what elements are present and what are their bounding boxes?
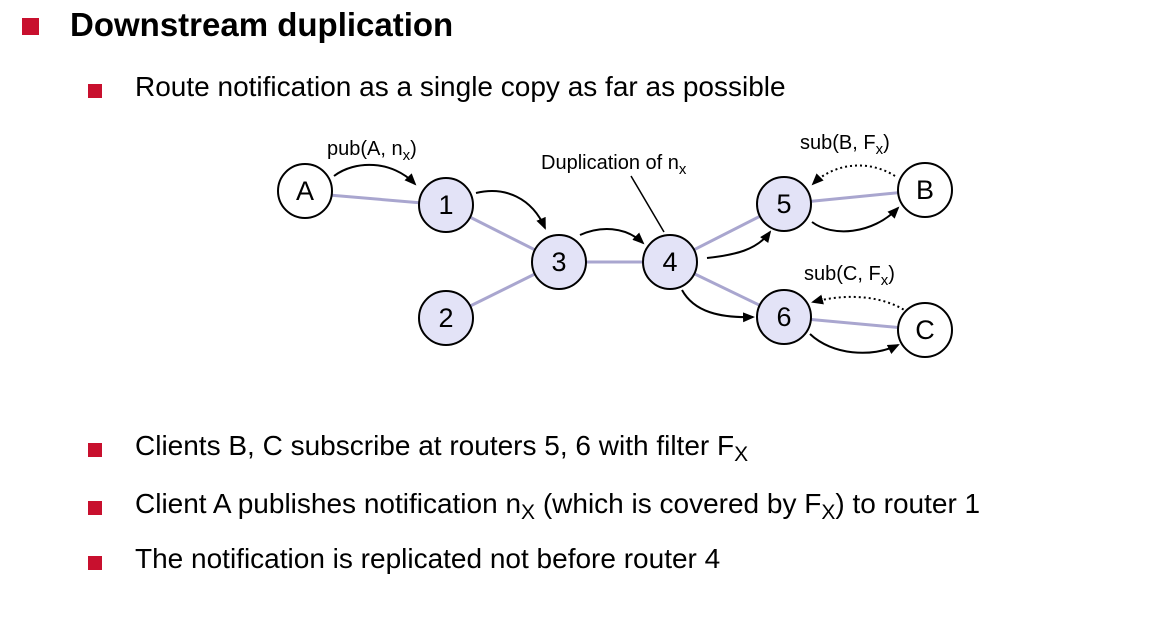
bullet-replicated: The notification is replicated not befor…: [135, 543, 721, 574]
bullet-marker: [88, 556, 102, 570]
arrow-a-to-1: [333, 163, 417, 186]
arrow-6-to-c: [809, 333, 900, 354]
duplication-pointer: [630, 175, 665, 233]
node-label-4: 4: [662, 247, 677, 277]
arrow-sub-c: [811, 294, 913, 316]
bullet-marker: [88, 501, 102, 515]
arrow-sub-b: [811, 164, 896, 186]
node-label-3: 3: [551, 247, 566, 277]
arrow-4-to-6: [681, 289, 755, 323]
slide-heading: Downstream duplication: [70, 6, 454, 43]
bullet-client-publishes: Client A publishes notification nX (whic…: [135, 488, 981, 524]
arrow-3-to-4: [579, 228, 645, 245]
bullet-clients-subscribe: Clients B, C subscribe at routers 5, 6 w…: [135, 430, 749, 466]
arrow-4-to-5: [706, 230, 772, 259]
nodes: [277, 162, 953, 358]
router-node-6: [756, 289, 812, 345]
router-node-2: [418, 290, 474, 346]
node-label-6: 6: [776, 302, 791, 332]
heading-bullet: [22, 18, 39, 35]
client-node-b: [897, 162, 953, 218]
client-node-a: [277, 163, 333, 219]
pub-label: pub(A, nx): [327, 138, 417, 164]
router-node-1: [418, 177, 474, 233]
router-node-5: [756, 176, 812, 232]
node-label-2: 2: [438, 303, 453, 333]
sub-c-label: sub(C, Fx): [804, 263, 895, 289]
links: [304, 188, 926, 332]
flow-arrows: [333, 163, 913, 354]
node-label-1: 1: [438, 190, 453, 220]
node-label-5: 5: [776, 189, 791, 219]
sub-b-label: sub(B, Fx): [800, 132, 890, 158]
router-node-3: [531, 234, 587, 290]
duplication-label: Duplication of nx: [541, 152, 687, 178]
bullet-marker: [88, 443, 102, 457]
bullet-marker: [88, 84, 102, 98]
client-node-c: [897, 302, 953, 358]
router-node-4: [642, 234, 698, 290]
node-label-a: A: [296, 176, 314, 206]
arrow-5-to-b: [811, 206, 900, 233]
arrow-1-to-3: [475, 190, 546, 230]
node-label-b: B: [916, 175, 934, 205]
bullet-route: Route notification as a single copy as f…: [135, 71, 786, 102]
node-label-c: C: [915, 315, 935, 345]
